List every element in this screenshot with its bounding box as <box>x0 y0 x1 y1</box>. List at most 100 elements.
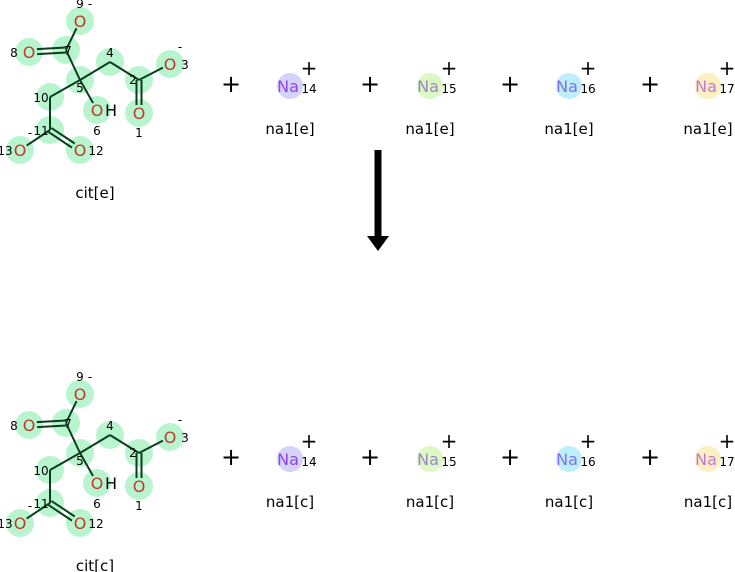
charge-label: - <box>178 40 182 54</box>
atom-index-11: 11 <box>33 124 48 138</box>
bond-5-10 <box>49 452 81 471</box>
ion-index: 14 <box>301 82 316 96</box>
ion-charge: + <box>719 56 735 80</box>
hydrogen-label: H <box>105 474 117 493</box>
ion-index: 15 <box>441 82 456 96</box>
atom-index-13: 13 <box>0 144 13 158</box>
atom-index-5: 5 <box>76 454 84 468</box>
ion-index: 17 <box>719 82 734 96</box>
ion-index: 17 <box>719 455 734 469</box>
ion-label: na1[c] <box>684 493 732 511</box>
atom-highlight-3 <box>156 50 184 78</box>
ion-symbol: Na <box>417 450 439 469</box>
oxygen-atom-3: O <box>164 55 177 74</box>
ion-highlight <box>695 73 721 99</box>
bond-7-8 <box>37 424 67 429</box>
oxygen-atom-6: O <box>91 101 104 120</box>
oxygen-atom-12: O <box>74 141 87 160</box>
atom-index-2: 2 <box>129 446 137 460</box>
plus-sign: + <box>500 70 520 98</box>
charge-label: - <box>88 370 92 384</box>
atom-index-3: 3 <box>181 431 189 445</box>
plus-sign: + <box>640 443 660 471</box>
atom-highlight-1 <box>125 99 153 127</box>
bond-7-5 <box>65 422 81 454</box>
bond-9-7 <box>65 400 78 424</box>
bond-11-12 <box>50 500 76 518</box>
molecule-label: cit[c] <box>76 557 114 572</box>
atom-index-12: 12 <box>88 144 103 158</box>
ion-highlight <box>417 446 443 472</box>
bond-4-2 <box>109 61 140 81</box>
oxygen-atom-9: O <box>74 385 87 404</box>
ion-charge: + <box>301 429 318 453</box>
molecule-label: cit[e] <box>75 184 114 202</box>
ion-charge: + <box>580 56 597 80</box>
bond-2-3 <box>138 439 164 454</box>
oxygen-atom-9: O <box>74 12 87 31</box>
atom-highlight-13 <box>6 509 34 537</box>
atom-index-9: 9 <box>76 370 84 384</box>
bond-11-13 <box>26 502 51 520</box>
charge-label: - <box>28 499 32 513</box>
bond-5-4 <box>79 434 111 454</box>
atom-index-2: 2 <box>129 73 137 87</box>
ion-symbol: Na <box>556 450 578 469</box>
ion-highlight <box>417 73 443 99</box>
plus-sign: + <box>640 70 660 98</box>
ion-label: na1[e] <box>544 120 593 138</box>
oxygen-atom-8: O <box>23 43 36 62</box>
bond-11-12 <box>50 127 76 145</box>
atom-index-8: 8 <box>10 46 18 60</box>
oxygen-atom-13: O <box>14 514 27 533</box>
ion-charge: + <box>580 429 597 453</box>
plus-sign: + <box>360 443 380 471</box>
ion-index: 14 <box>301 455 316 469</box>
atom-highlight-6 <box>83 469 111 497</box>
atom-index-4: 4 <box>106 419 114 433</box>
hydrogen-label: H <box>105 101 117 120</box>
bond-7-5 <box>65 49 81 81</box>
atom-index-13: 13 <box>0 517 13 531</box>
ion-label: na1[c] <box>406 493 454 511</box>
atom-highlight-1 <box>125 472 153 500</box>
atom-index-12: 12 <box>88 517 103 531</box>
ion-label: na1[c] <box>266 493 314 511</box>
oxygen-atom-8: O <box>23 416 36 435</box>
atom-index-6: 6 <box>93 124 101 138</box>
ion-symbol: Na <box>277 450 299 469</box>
bond-7-8 <box>37 51 67 56</box>
bond-11-13 <box>26 129 51 147</box>
bond-11-12 <box>48 131 73 149</box>
oxygen-atom-1: O <box>133 104 146 123</box>
atom-index-10: 10 <box>33 464 48 478</box>
plus-sign: + <box>221 443 241 471</box>
atom-index-11: 11 <box>33 497 48 511</box>
charge-label: - <box>88 0 92 11</box>
ion-label: na1[c] <box>545 493 593 511</box>
ion-label: na1[e] <box>265 120 314 138</box>
bond-5-4 <box>79 61 111 81</box>
atom-highlight-9 <box>66 7 94 35</box>
bond-4-2 <box>109 434 140 454</box>
ion-highlight <box>277 446 303 472</box>
reaction-arrow <box>367 150 389 251</box>
plus-sign: + <box>500 443 520 471</box>
ion-symbol: Na <box>695 77 717 96</box>
ion-label: na1[e] <box>683 120 732 138</box>
bond-5-6 <box>79 452 94 477</box>
ion-symbol: Na <box>277 77 299 96</box>
ion-charge: + <box>441 429 458 453</box>
oxygen-atom-6: O <box>91 474 104 493</box>
